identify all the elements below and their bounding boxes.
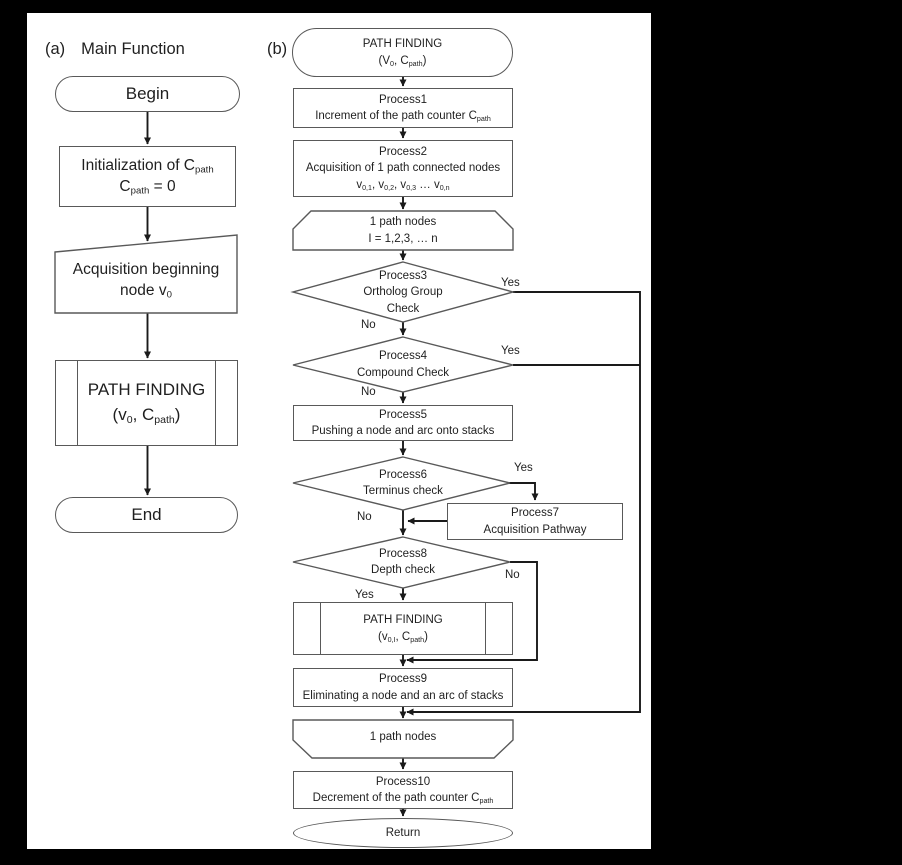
init-line1: Initialization of Cpath — [81, 156, 214, 176]
branch-connectors — [406, 291, 641, 716]
loop-end-text: 1 path nodes — [293, 720, 513, 754]
no-label-process4: No — [361, 386, 376, 398]
process3-line3: Check — [386, 302, 420, 315]
process7-title: Process7 — [511, 507, 559, 520]
start-line1: PATH FINDING — [362, 38, 443, 51]
panel-b-title: (b) — [267, 40, 287, 59]
process2-title: Process2 — [379, 146, 427, 158]
decision8-text: Process8 Depth check — [303, 541, 503, 583]
pathfinding-a-line1: PATH FINDING — [87, 380, 206, 400]
process9-title: Process9 — [379, 673, 427, 686]
decision3-shape — [290, 261, 516, 323]
acquire-line2: node v0 — [120, 282, 172, 301]
process2-nodes-line: v0,1, v0,2, v0,3 … v0,n — [356, 178, 450, 192]
special-shapes — [54, 210, 516, 759]
process7-box: Process7 Acquisition Pathway — [447, 503, 623, 540]
pathfinding-call-box-b: PATH FINDING (v0,I, Cpath) — [293, 602, 513, 655]
loop-begin-text: 1 path nodes I = 1,2,3, … n — [293, 212, 513, 249]
pathfinding-call-box-a: PATH FINDING (v0, Cpath) — [55, 360, 238, 446]
process5-box: Process5 Pushing a node and arc onto sta… — [293, 405, 513, 441]
no-label-process8: No — [505, 569, 520, 581]
panel-a-label: (a) — [45, 40, 66, 58]
process1-title: Process1 — [379, 93, 427, 106]
yes-label-process8: Yes — [355, 589, 374, 601]
yes6-to-process7-connector — [507, 482, 539, 501]
init-line2: Cpath = 0 — [119, 177, 176, 197]
loop-begin-shape — [292, 210, 514, 251]
decision6-shape — [292, 456, 511, 511]
pathfinding-b-line1: PATH FINDING — [363, 614, 443, 627]
process2-box: Process2 Acquisition of 1 path connected… — [293, 140, 513, 197]
connector-layer — [54, 77, 641, 817]
acquire-node-shape — [54, 234, 238, 314]
panel-b-label: (b) — [267, 40, 288, 58]
process9-body: Eliminating a node and an arc of stacks — [302, 689, 504, 702]
yes3-return-connector — [406, 291, 641, 716]
process7-body: Acquisition Pathway — [483, 523, 587, 536]
no8-skip-connector — [406, 561, 538, 664]
process4-line2: Compound Check — [356, 366, 450, 379]
init-process-box: Initialization of Cpath Cpath = 0 — [59, 146, 236, 207]
return-terminator: Return — [293, 818, 513, 848]
process1-body: Increment of the path counter Cpath — [315, 110, 491, 123]
decision4-text: Process4 Compound Check — [303, 342, 503, 387]
decision4-shape — [292, 336, 514, 393]
panel-a-heading: Main Function — [81, 40, 185, 58]
decision6-text: Process6 Terminus check — [303, 462, 503, 504]
pathfinding-b-line2: (v0,I, Cpath) — [378, 630, 428, 644]
loop-begin-line1: 1 path nodes — [369, 216, 437, 229]
panel-a-title: (a) Main Function — [45, 40, 185, 59]
loop-begin-line2: I = 1,2,3, … n — [368, 232, 438, 245]
decision8-shape — [292, 536, 511, 589]
decision3-text: Process3 Ortholog Group Check — [303, 265, 503, 320]
process8-title: Process8 — [379, 547, 427, 560]
loop-end-shape — [292, 719, 514, 759]
process8-line2: Depth check — [371, 564, 435, 576]
no-label-process3: No — [361, 319, 376, 331]
end-text: End — [131, 504, 162, 524]
acquire-node-text: Acquisition beginning node v0 — [55, 250, 237, 312]
process6-line2: Terminus check — [363, 485, 443, 497]
process10-box: Process10 Decrement of the path counter … — [293, 771, 513, 809]
yes-label-process6: Yes — [514, 462, 533, 474]
yes-label-process3: Yes — [501, 277, 520, 289]
pathfinding-start-terminator: PATH FINDING (V0, Cpath) — [292, 28, 513, 77]
process5-title: Process5 — [379, 408, 427, 421]
return-text: Return — [385, 826, 421, 839]
begin-text: Begin — [125, 83, 170, 103]
start-line2: (V0, Cpath) — [378, 54, 427, 68]
no-label-process6: No — [357, 511, 372, 523]
process2-body: Acquisition of 1 path connected nodes — [305, 162, 501, 175]
loop-end-line1: 1 path nodes — [369, 730, 437, 743]
yes-label-process4: Yes — [501, 345, 520, 357]
process3-line2: Ortholog Group — [363, 286, 443, 299]
process9-box: Process9 Eliminating a node and an arc o… — [293, 668, 513, 707]
process1-box: Process1 Increment of the path counter C… — [293, 88, 513, 128]
process5-body: Pushing a node and arc onto stacks — [311, 425, 495, 437]
process4-title: Process4 — [379, 350, 427, 363]
pathfinding-a-line2: (v0, Cpath) — [112, 405, 181, 426]
begin-terminator: Begin — [55, 76, 240, 112]
process3-title: Process3 — [379, 270, 427, 282]
diagram-canvas: (a) Main Function (b) Begin Initializati… — [27, 13, 651, 849]
acquire-line1: Acquisition beginning — [72, 261, 220, 279]
end-terminator: End — [55, 497, 238, 533]
process10-title: Process10 — [375, 775, 431, 788]
process10-body: Decrement of the path counter Cpath — [312, 792, 494, 805]
process6-title: Process6 — [379, 468, 427, 481]
